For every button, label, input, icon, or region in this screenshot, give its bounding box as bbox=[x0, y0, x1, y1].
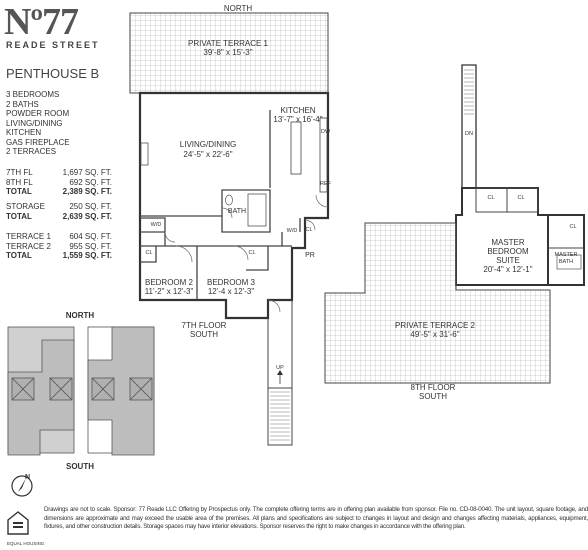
north-label: NORTH bbox=[223, 4, 253, 13]
area-value: 1,697 SQ. FT. bbox=[62, 168, 112, 177]
master-bath-label-2: BATH bbox=[558, 259, 574, 265]
area-value: 2,389 SQ. FT. bbox=[62, 187, 112, 196]
unit-title: PENTHOUSE B bbox=[6, 66, 100, 81]
terrace-2 bbox=[324, 222, 551, 384]
key-plan-south: SOUTH bbox=[66, 462, 94, 471]
refrigerator-label: REF bbox=[320, 181, 331, 187]
stair-up-label: UP bbox=[276, 365, 284, 371]
feature-list: 3 BEDROOMS 2 BATHS POWDER ROOM LIVING/DI… bbox=[6, 90, 70, 157]
terrace-2-dims: 49'-5" x 31'-6" bbox=[410, 330, 460, 339]
eighth-floor-interior bbox=[475, 187, 584, 249]
bedroom-2-dims: 11'-2" x 12'-3" bbox=[144, 287, 194, 296]
terrace-1-name: PRIVATE TERRACE 1 bbox=[187, 39, 269, 48]
closet-label: CL bbox=[248, 250, 256, 256]
stair-treads-seventh bbox=[270, 391, 290, 441]
eighth-floor-south: SOUTH bbox=[419, 392, 447, 401]
compass-needle bbox=[18, 478, 26, 492]
seventh-floor-south: SOUTH bbox=[190, 330, 218, 339]
area-label: TOTAL bbox=[6, 187, 32, 196]
feature-item: POWDER ROOM bbox=[6, 109, 70, 118]
feature-item: KITCHEN bbox=[6, 128, 42, 137]
bedroom-2-name: BEDROOM 2 bbox=[144, 278, 193, 287]
closet-label: CL bbox=[487, 195, 495, 201]
master-bath-label-1: MASTER bbox=[554, 252, 578, 258]
kitchen-name: KITCHEN bbox=[280, 106, 316, 115]
master-name-3: SUITE bbox=[496, 256, 520, 265]
logo-number: Nº77 bbox=[4, 1, 79, 43]
powder-room-label: PR bbox=[305, 252, 315, 259]
area-value: 1,559 SQ. FT. bbox=[62, 251, 112, 260]
bath-tub bbox=[247, 193, 267, 227]
stair-seventh bbox=[267, 300, 293, 446]
area-value: 2,639 SQ. FT. bbox=[62, 211, 112, 221]
compass-letter: N bbox=[25, 474, 31, 481]
key-plan-north: NORTH bbox=[65, 311, 95, 320]
kitchen-counter bbox=[319, 117, 328, 193]
key-plan-eighth bbox=[87, 326, 155, 456]
seventh-floor-label: 7TH FLOOR bbox=[181, 321, 227, 330]
area-table-storage: STORAGE 250 SQ. FT. TOTAL 2,639 SQ. FT. bbox=[6, 202, 112, 221]
stair-arrowhead bbox=[277, 370, 283, 375]
feature-item: GAS FIREPLACE bbox=[6, 137, 70, 147]
bath-label: BATH bbox=[227, 208, 247, 215]
area-table-floors: 7TH FL 1,697 SQ. FT. 8TH FL 692 SQ. FT. TO… bbox=[6, 168, 112, 197]
washer-dryer-label-2: W/D bbox=[286, 228, 298, 234]
dishwasher-label: DW bbox=[321, 129, 331, 135]
eighth-floor-stair bbox=[461, 64, 477, 189]
area-label: TERRACE 1 bbox=[6, 232, 51, 241]
area-label: 8TH FL bbox=[6, 177, 33, 187]
master-name-1: MASTER bbox=[491, 238, 525, 247]
terrace-1-dims: 39'-8" x 15'-3" bbox=[203, 48, 253, 57]
svg-text:EQUAL HOUSING: EQUAL HOUSING bbox=[7, 541, 45, 546]
closet-label: CL bbox=[517, 195, 525, 201]
kitchen-dims: 13'-7" x 16'-4" bbox=[273, 115, 323, 124]
area-value: 692 SQ. FT. bbox=[69, 177, 112, 187]
feature-item: LIVING/DINING bbox=[6, 118, 63, 128]
closet-label: CL bbox=[569, 224, 577, 230]
equal-housing-icon: EQUAL HOUSING bbox=[7, 511, 45, 546]
area-label: TOTAL bbox=[6, 251, 32, 260]
eighth-floor-label: 8TH FLOOR bbox=[410, 383, 456, 392]
area-label: TOTAL bbox=[6, 211, 32, 221]
feature-item: 3 BEDROOMS bbox=[6, 90, 60, 99]
key-plan-seventh bbox=[7, 326, 75, 456]
fireplace bbox=[140, 142, 149, 166]
logo-street: READE STREET bbox=[6, 40, 100, 50]
washer-dryer-label: W/D bbox=[150, 222, 162, 228]
closet-label: CL bbox=[145, 250, 153, 256]
master-dims: 20'-4" x 12'-1" bbox=[483, 265, 533, 274]
living-dims: 24'-5" x 22'-6" bbox=[183, 150, 233, 159]
area-label: STORAGE bbox=[6, 202, 45, 211]
area-value: 604 SQ. FT. bbox=[69, 232, 112, 241]
area-table-terraces: TERRACE 1 604 SQ. FT. TERRACE 2 955 SQ. FT… bbox=[6, 232, 112, 261]
master-tub bbox=[556, 254, 582, 270]
area-label: TERRACE 2 bbox=[6, 241, 51, 251]
kitchen-island bbox=[290, 121, 302, 175]
living-name: LIVING/DINING bbox=[179, 140, 237, 149]
terrace-2-name: PRIVATE TERRACE 2 bbox=[394, 321, 476, 330]
feature-item: 2 BATHS bbox=[6, 99, 39, 109]
disclaimer-text: Drawings are not to scale. Sponsor: 77 R… bbox=[44, 506, 588, 531]
door-swings bbox=[164, 194, 329, 313]
toilet bbox=[225, 194, 233, 206]
master-name-2: BEDROOM bbox=[487, 247, 529, 256]
closet-label: CL bbox=[305, 227, 313, 233]
area-label: 7TH FL bbox=[6, 168, 33, 177]
bedroom-3-name: BEDROOM 3 bbox=[206, 278, 255, 287]
area-value: 955 SQ. FT. bbox=[69, 241, 112, 251]
stair-down-label: DN bbox=[465, 131, 473, 137]
bedroom-3-dims: 12'-4 x 12'-3" bbox=[207, 287, 255, 296]
area-value: 250 SQ. FT. bbox=[69, 202, 112, 211]
terrace-1 bbox=[129, 12, 329, 94]
seventh-floor-interior-walls bbox=[140, 110, 301, 300]
feature-item: 2 TERRACES bbox=[6, 147, 57, 156]
stair-treads-eighth bbox=[464, 69, 474, 115]
